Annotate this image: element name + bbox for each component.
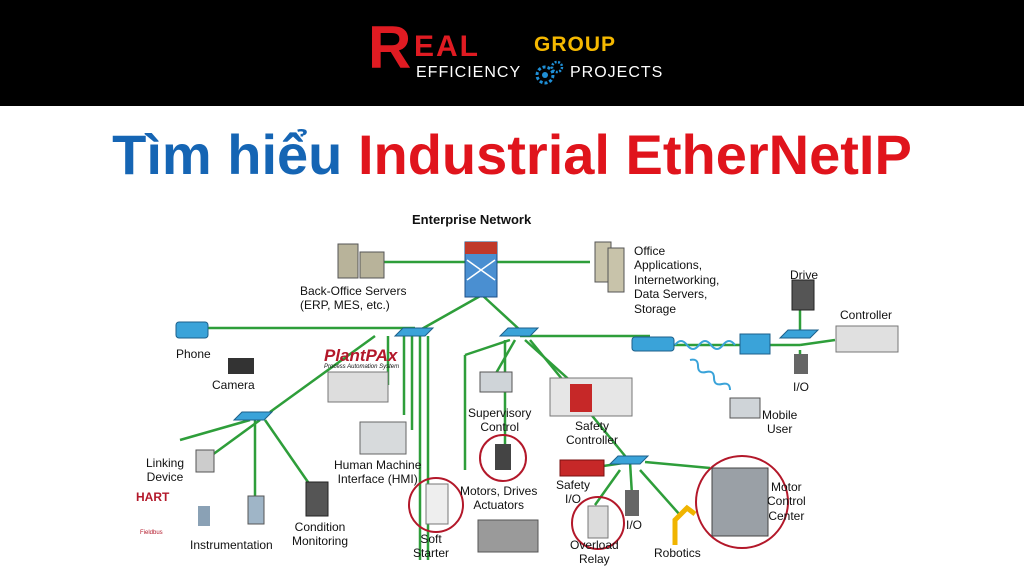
linking-device-icon [195, 449, 215, 473]
drive-rack-icon [477, 519, 539, 553]
label-fieldbus: Fieldbus [140, 530, 163, 536]
label-phone: Phone [176, 347, 211, 361]
label-motor-control-center: Motor Control Center [767, 480, 806, 523]
back-office-server-icon [337, 243, 385, 279]
safety-controller-icon [549, 377, 633, 417]
label-controller: Controller [840, 308, 893, 322]
label-back-office: Back-Office Servers (ERP, MES, etc.) [300, 284, 407, 313]
label-condition-monitoring: Condition Monitoring [292, 520, 349, 549]
overload-relay-icon [587, 505, 609, 539]
label-camera: Camera [212, 378, 255, 392]
robot-arm-icon [672, 504, 697, 545]
mcc-cabinet-icon [711, 467, 769, 537]
access-point-icon [739, 333, 771, 355]
io-module-icon [625, 490, 639, 516]
condition-monitor-icon [305, 481, 329, 517]
hmi-panel-icon [359, 421, 407, 455]
firewall-icon [464, 241, 498, 298]
realgroup-logo: R EAL GROUP EFFICIENCY PROJECTS [368, 18, 668, 92]
label-soft-starter: Soft Starter [413, 532, 450, 561]
instrumentation-icon [247, 495, 265, 525]
network-diagram: Enterprise Network Back-Office Servers (… [120, 200, 910, 577]
title-part-1: Tìm hiểu [112, 123, 343, 186]
switch-icon [498, 327, 540, 337]
diagram-links [175, 241, 899, 560]
logo-letter-r: R [368, 14, 412, 81]
safety-io-icon [559, 459, 605, 477]
label-plantpax-sub: Process Automation System [324, 364, 400, 370]
label-instrumentation: Instrumentation [190, 538, 273, 552]
highlight-circle [408, 477, 464, 533]
label-safety-io: Safety I/O [556, 478, 591, 507]
switch-icon [778, 329, 820, 339]
label-office: Office Applications, Internetworking, Da… [634, 244, 720, 316]
page-title: Tìm hiểu Industrial EtherNetIP [0, 124, 1024, 186]
phone-icon [175, 321, 209, 339]
transmitter-icon [198, 506, 210, 526]
highlight-circle [695, 455, 789, 549]
gear-icon [535, 60, 564, 85]
label-hmi: Human Machine Interface (HMI) [334, 458, 422, 487]
io-module-icon [794, 354, 808, 374]
label-io-right: I/O [793, 380, 810, 394]
header-banner: R EAL GROUP EFFICIENCY PROJECTS [0, 0, 1024, 106]
switch-icon [232, 411, 274, 421]
label-io-bottom: I/O [626, 518, 643, 532]
label-drive: Drive [790, 268, 819, 282]
highlight-circle [479, 434, 527, 482]
label-plantpax: PlantPAx [324, 346, 398, 365]
laptop-icon [729, 397, 761, 419]
access-point-icon [631, 336, 675, 352]
office-server-icon [594, 241, 625, 293]
label-linking-device: Linking Device [146, 456, 185, 485]
logo-projects: PROJECTS [570, 64, 664, 81]
label-overload-relay: Overload Relay [570, 538, 619, 567]
label-robotics: Robotics [654, 546, 701, 560]
drive-icon [791, 279, 815, 311]
switch-icon [393, 327, 435, 337]
plantpax-controller-icon [327, 371, 389, 403]
motor-drive-icon [495, 444, 511, 470]
label-supervisory: Supervisory Control [468, 406, 532, 435]
logo-eal: EAL [414, 30, 480, 63]
title-part-2: Industrial EtherNetIP [357, 123, 912, 186]
label-safety-controller: Safety Controller [566, 419, 619, 448]
supervisory-pc-icon [479, 371, 513, 393]
highlight-circle [571, 496, 625, 550]
label-motors-drives: Motors, Drives Actuators [460, 484, 538, 513]
label-enterprise-network: Enterprise Network [412, 212, 532, 227]
label-mobile-user: Mobile User [762, 408, 798, 437]
controller-icon [835, 325, 899, 353]
soft-starter-icon [425, 483, 449, 525]
logo-group: GROUP [534, 33, 617, 56]
camera-icon [228, 358, 254, 374]
switch-icon [608, 455, 650, 465]
logo-efficiency: EFFICIENCY [416, 64, 522, 81]
label-hart: HART [136, 490, 170, 504]
